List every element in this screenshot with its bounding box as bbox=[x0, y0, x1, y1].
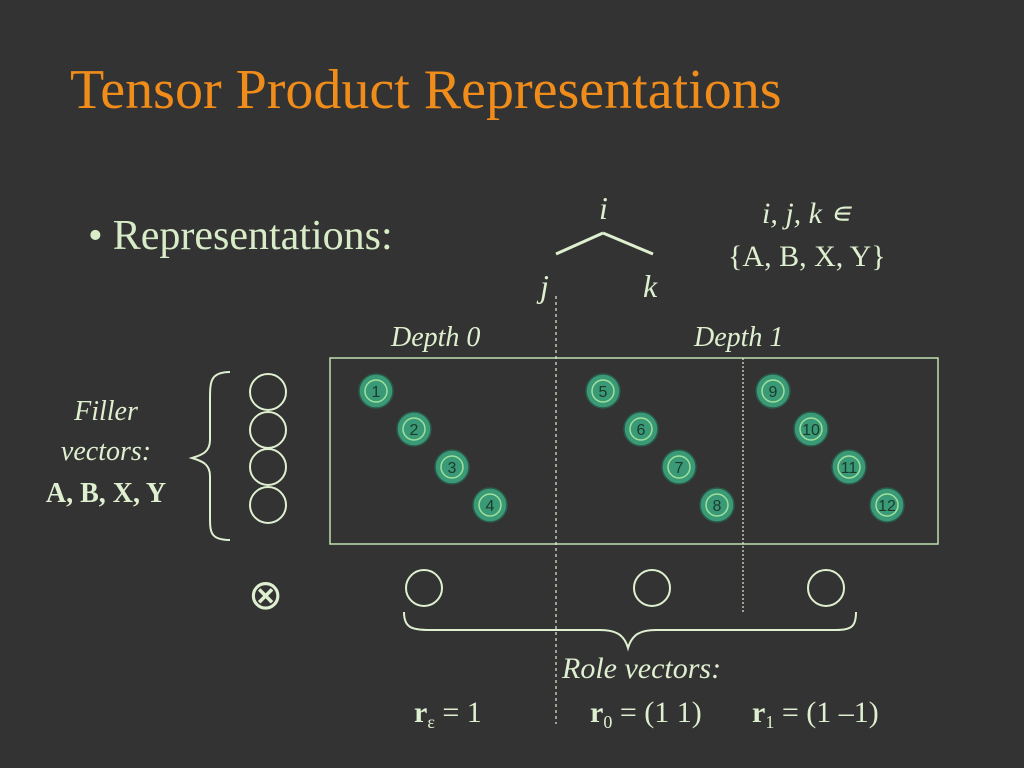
tensor-unit-ring bbox=[667, 455, 691, 479]
r1-sub: 1 bbox=[765, 712, 775, 732]
filler-unit-circle bbox=[249, 373, 287, 411]
tensor-unit-label: 2 bbox=[410, 422, 419, 439]
r0-formula: r0 = (1 1) bbox=[590, 696, 702, 733]
tensor-unit-ring bbox=[629, 417, 653, 441]
slide-title: Tensor Product Representations bbox=[70, 59, 782, 121]
representation-box bbox=[329, 357, 939, 545]
role-unit-circle bbox=[807, 569, 845, 607]
tensor-unit-ring bbox=[761, 379, 785, 403]
r-epsilon-base: r bbox=[414, 696, 428, 729]
r0-value: = (1 1) bbox=[612, 696, 702, 729]
r1-base: r bbox=[752, 696, 766, 729]
tensor-unit-ring bbox=[591, 379, 615, 403]
filler-unit-circle bbox=[249, 448, 287, 486]
depth-1-label: Depth 1 bbox=[694, 322, 784, 353]
filler-label-line2: vectors: bbox=[60, 436, 152, 467]
tensor-unit-label: 1 bbox=[372, 384, 381, 401]
tensor-unit-ring bbox=[478, 493, 502, 517]
tensor-unit-ring bbox=[875, 493, 899, 517]
tensor-unit-label: 9 bbox=[769, 384, 778, 401]
tensor-unit-ring bbox=[364, 379, 388, 403]
tensor-unit-label: 5 bbox=[599, 384, 608, 401]
tensor-unit-ring bbox=[705, 493, 729, 517]
tensor-unit-label: 7 bbox=[675, 460, 684, 477]
r1-formula: r1 = (1 –1) bbox=[752, 696, 879, 733]
tensor-unit-ring bbox=[402, 417, 426, 441]
set-membership-line1: i, j, k ∊ bbox=[762, 197, 852, 230]
role-brace bbox=[403, 611, 857, 652]
tree-left-label: j bbox=[540, 268, 549, 304]
tensor-unit-label: 12 bbox=[878, 498, 896, 515]
filler-label-line3: A, B, X, Y bbox=[45, 478, 167, 509]
r0-sub: 0 bbox=[603, 712, 613, 732]
r-epsilon-formula: rε = 1 bbox=[414, 696, 482, 733]
r0-base: r bbox=[590, 696, 604, 729]
r-epsilon-value: = 1 bbox=[434, 696, 482, 729]
filler-brace bbox=[188, 371, 231, 541]
tensor-unit-label: 6 bbox=[637, 422, 646, 439]
role-unit-circle bbox=[633, 569, 671, 607]
tensor-unit-label: 4 bbox=[486, 498, 495, 515]
filler-unit-circle bbox=[249, 486, 287, 524]
tensor-unit-label: 3 bbox=[448, 460, 457, 477]
tensor-unit-label: 11 bbox=[841, 460, 858, 477]
tensor-unit-label: 10 bbox=[802, 422, 820, 439]
tensor-unit-label: 8 bbox=[713, 498, 722, 515]
bullet-representations: •Representations: bbox=[88, 212, 393, 260]
filler-unit-circle bbox=[249, 411, 287, 449]
r-epsilon-sub: ε bbox=[427, 712, 435, 732]
tree-right-label: k bbox=[643, 268, 658, 304]
filler-label-line1: Filler bbox=[74, 396, 138, 427]
tensor-product-symbol: ⊗ bbox=[248, 570, 284, 619]
role-vectors-label: Role vectors: bbox=[562, 652, 722, 685]
role-unit-circle bbox=[405, 569, 443, 607]
tensor-unit-ring bbox=[440, 455, 464, 479]
depth-0-label: Depth 0 bbox=[391, 322, 481, 353]
bullet-dot: • bbox=[88, 213, 103, 259]
tree-branch-left bbox=[555, 231, 604, 256]
r1-value: = (1 –1) bbox=[774, 696, 879, 729]
tree-root-label: i bbox=[599, 190, 608, 226]
tree-branch-right bbox=[602, 231, 654, 256]
tensor-unit-ring bbox=[799, 417, 823, 441]
bullet-text: Representations: bbox=[112, 213, 393, 259]
tensor-unit-ring bbox=[837, 455, 861, 479]
set-membership-line2: {A, B, X, Y} bbox=[728, 240, 886, 273]
